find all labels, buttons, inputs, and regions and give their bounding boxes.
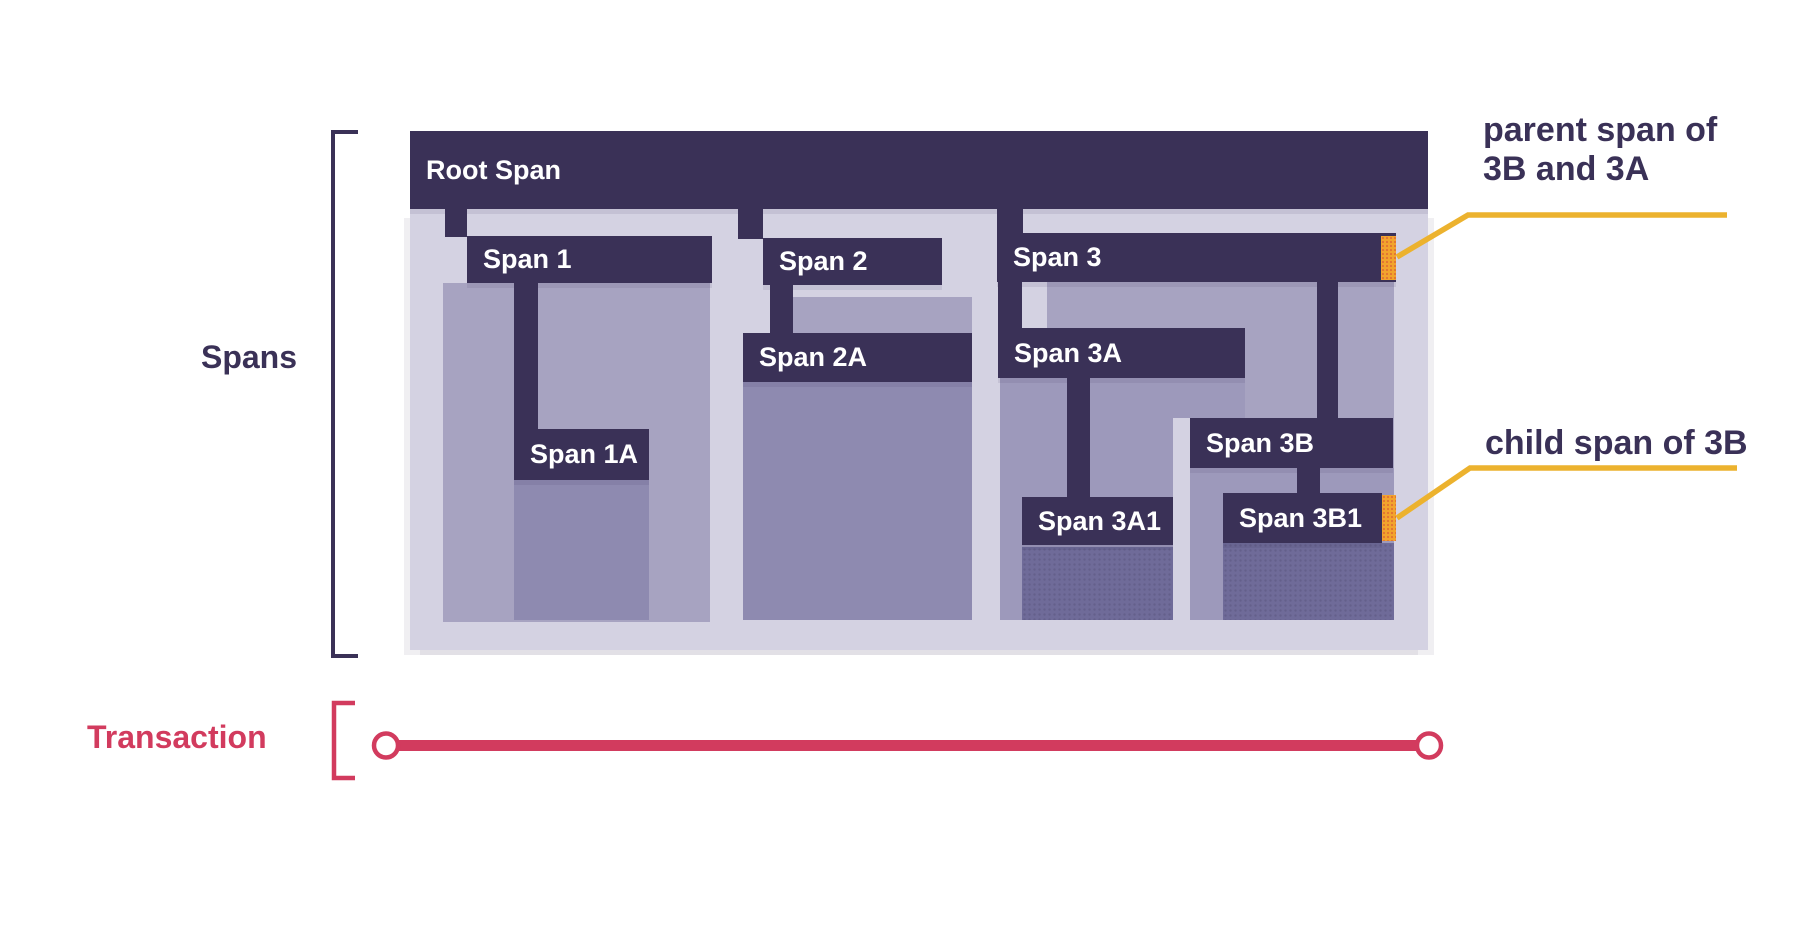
span-bar-2-label: Span 2 bbox=[779, 246, 868, 276]
span-bar-3b: Span 3B bbox=[1190, 418, 1393, 468]
connector-root-span1 bbox=[445, 209, 467, 237]
child-span-annotation: child span of 3B bbox=[1485, 424, 1748, 462]
span-bar-1: Span 1 bbox=[467, 236, 712, 283]
parent-span-annotation: parent span of 3B and 3A bbox=[1483, 111, 1718, 188]
spans-label: Spans bbox=[200, 339, 297, 375]
timeline-endpoint-left bbox=[371, 731, 401, 760]
span-bar-1a-label: Span 1A bbox=[530, 439, 639, 469]
highlight-tag-span3 bbox=[1381, 236, 1396, 280]
span-bar-3b1: Span 3B1 bbox=[1223, 493, 1382, 543]
span-bar-3b-label: Span 3B bbox=[1206, 427, 1315, 458]
span-bar-1-label: Span 1 bbox=[483, 244, 572, 274]
span-bar-2a-label: Span 2A bbox=[759, 342, 868, 372]
connector-root-span3 bbox=[997, 209, 1023, 234]
span-body-3b1 bbox=[1223, 543, 1394, 620]
callout-line-child bbox=[1395, 465, 1737, 521]
transaction-bracket bbox=[331, 700, 355, 781]
connector-span3-3a bbox=[998, 282, 1022, 329]
callout-line-parent bbox=[1395, 212, 1727, 260]
connector-span3-3b bbox=[1317, 282, 1338, 419]
span-bar-1a: Span 1A bbox=[514, 429, 649, 480]
span-body-2a bbox=[743, 382, 972, 620]
span-bar-3: Span 3 bbox=[997, 233, 1396, 282]
connector-span3a-3a1 bbox=[1067, 378, 1090, 498]
highlight-tag-span3b1 bbox=[1382, 495, 1396, 541]
spans-bracket bbox=[331, 130, 358, 658]
transaction-label: Transaction bbox=[87, 719, 267, 755]
span-bar-3a-label: Span 3A bbox=[1014, 337, 1123, 368]
span-bar-root: Root Span bbox=[410, 131, 1428, 209]
span-body-3a1 bbox=[1022, 547, 1173, 620]
timeline-endpoint-right bbox=[1414, 731, 1444, 760]
connector-span3b-3b1 bbox=[1297, 468, 1320, 494]
span-bar-3-label: Span 3 bbox=[1013, 242, 1102, 272]
span-bar-root-label: Root Span bbox=[426, 154, 561, 185]
span-body-1a bbox=[514, 480, 649, 620]
span-bar-3a: Span 3A bbox=[998, 328, 1245, 378]
span-bar-2a: Span 2A bbox=[743, 333, 972, 382]
span-bar-3a1-label: Span 3A1 bbox=[1038, 505, 1162, 536]
connector-span1-1a bbox=[514, 283, 538, 429]
span-bar-3b1-label: Span 3B1 bbox=[1239, 502, 1363, 533]
span-bar-2: Span 2 bbox=[763, 238, 942, 285]
gap-strip-3a-3b bbox=[1173, 418, 1190, 620]
connector-span2-2a bbox=[770, 285, 793, 334]
span-bar-3a1: Span 3A1 bbox=[1022, 497, 1173, 545]
connector-root-span2 bbox=[738, 209, 763, 239]
